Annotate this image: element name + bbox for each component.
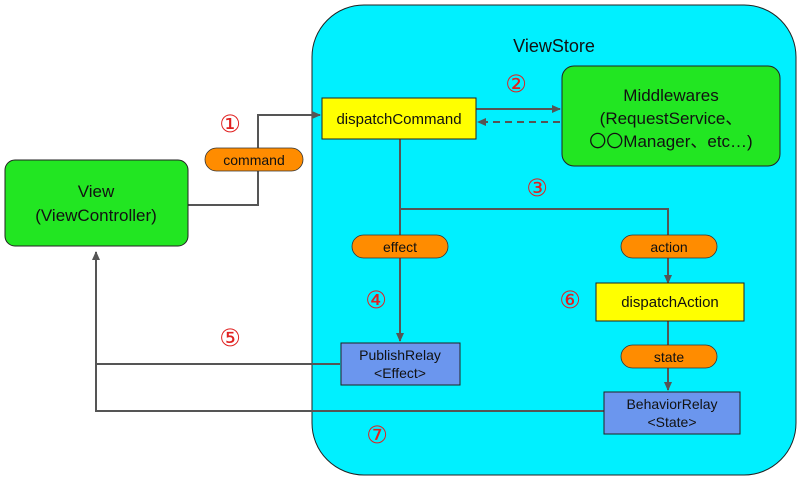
step-number-6: ⑥	[559, 286, 581, 314]
pill-state-label: state	[654, 349, 685, 365]
pill-effect: effect	[351, 234, 449, 259]
step-number-1: ①	[219, 110, 241, 138]
pill-effect-label: effect	[383, 239, 417, 255]
publish-relay-node: PublishRelay <Effect>	[340, 342, 461, 386]
pill-state: state	[620, 344, 718, 369]
step-numbers: ① ② ③ ④ ⑤ ⑥ ⑦	[219, 70, 581, 449]
pill-action-label: action	[650, 239, 687, 255]
viewstore-title: ViewStore	[513, 36, 595, 56]
dispatch-action-label: dispatchAction	[621, 294, 719, 311]
pill-action: action	[620, 234, 718, 259]
step-number-7: ⑦	[366, 421, 388, 449]
middlewares-node: Middlewares (RequestService、 〇〇Manager、e…	[561, 65, 781, 167]
step-number-5: ⑤	[219, 324, 241, 352]
behavior-relay-line1: BehaviorRelay	[626, 396, 717, 412]
publish-relay-line2: <Effect>	[374, 365, 426, 381]
pill-command: command	[204, 147, 304, 172]
publish-relay-line1: PublishRelay	[359, 347, 441, 363]
dispatch-action-node: dispatchAction	[595, 282, 745, 322]
step-number-2: ②	[505, 70, 527, 98]
view-node: View (ViewController)	[4, 159, 189, 247]
dispatch-command-node: dispatchCommand	[321, 97, 477, 140]
middlewares-line2: (RequestService、	[600, 109, 743, 128]
edge-behavior-relay-to-view	[92, 251, 604, 412]
middlewares-line1: Middlewares	[623, 86, 718, 105]
dispatch-command-label: dispatchCommand	[336, 111, 461, 128]
behavior-relay-node: BehaviorRelay <State>	[603, 391, 741, 435]
pill-command-label: command	[223, 152, 284, 168]
step-number-3: ③	[526, 174, 548, 202]
middlewares-line3: 〇〇Manager、etc…)	[589, 132, 752, 151]
view-node-line1: View	[78, 182, 115, 201]
view-node-line2: (ViewController)	[35, 206, 157, 225]
step-number-4: ④	[365, 286, 387, 314]
behavior-relay-line2: <State>	[647, 414, 696, 430]
